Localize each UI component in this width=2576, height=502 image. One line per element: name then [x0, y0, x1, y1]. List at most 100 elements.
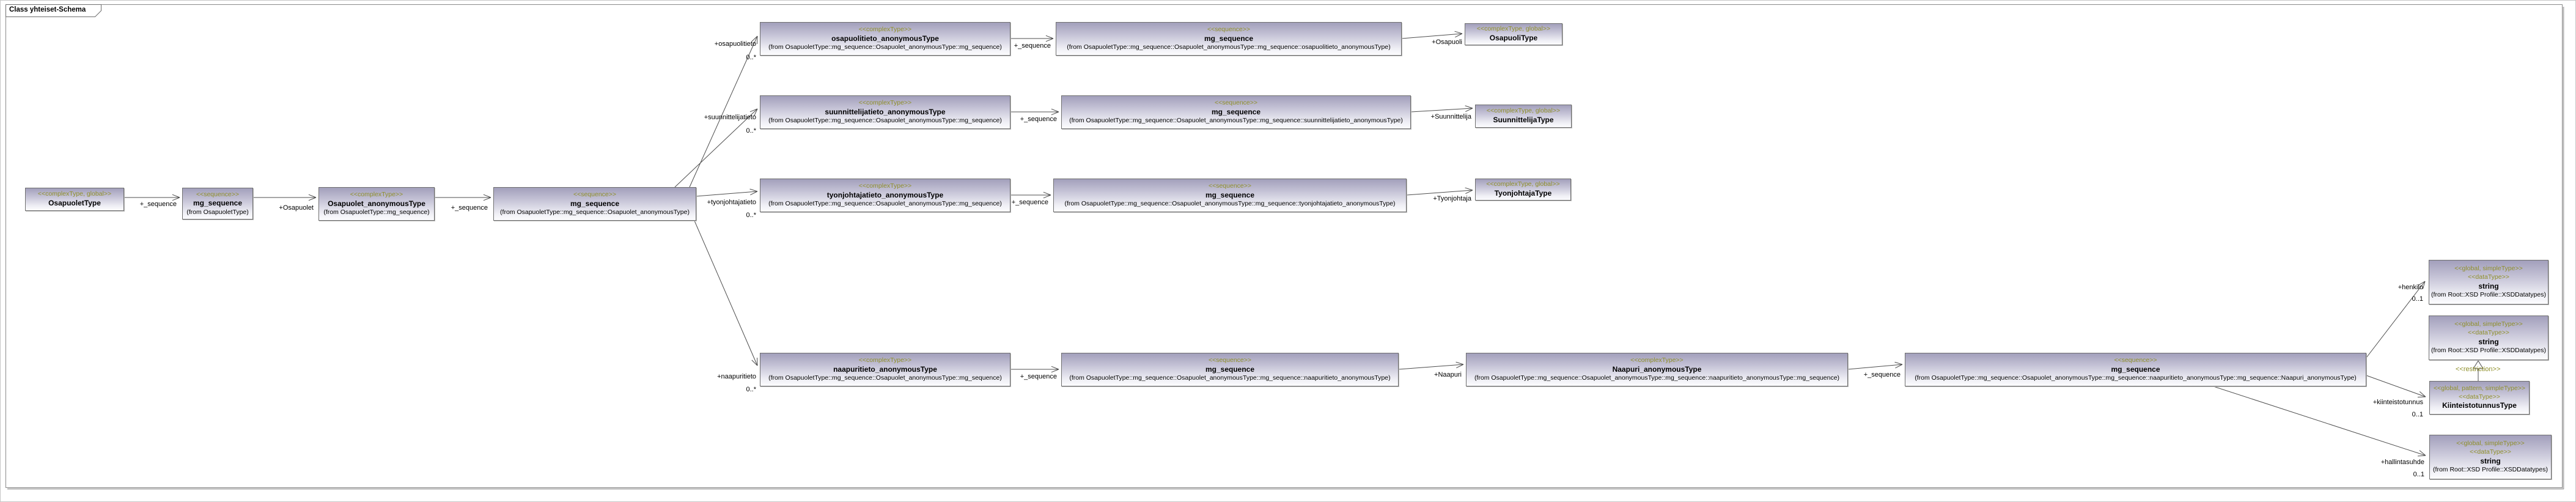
uml-box-19-kiinteistotunnustype[interactable]: <<global, pattern, simpleType>><<dataTyp… — [2429, 381, 2530, 415]
stereotype-label: <<complexType>> — [350, 191, 403, 199]
association-role-label: +_sequence — [139, 201, 177, 208]
association-line-12 — [1406, 190, 1473, 196]
arrowhead — [749, 108, 758, 113]
uml-box-5-mg-sequence[interactable]: <<sequence>>mg_sequence(from OsapuoletTy… — [1056, 22, 1402, 56]
uml-box-11-mg-sequence[interactable]: <<sequence>>mg_sequence(from OsapuoletTy… — [1053, 179, 1407, 212]
class-name: TyonjohtajaType — [1494, 189, 1552, 198]
class-name: osapuolitieto_anonymousType — [831, 34, 939, 43]
class-name: string — [2480, 456, 2501, 465]
diagram-frame — [6, 4, 2563, 488]
class-name: suunnittelijatieto_anonymousType — [825, 107, 946, 116]
arrowhead — [2418, 281, 2426, 286]
association-role-label: +Osapuolet — [279, 204, 314, 212]
arrowhead — [1051, 111, 1059, 116]
stereotype-label: <<global, simpleType>> — [2456, 440, 2525, 448]
association-role-label: +naapuritieto — [717, 373, 756, 380]
uml-box-7-suunnittelijatieto-anonymoustype[interactable]: <<complexType>>suunnittelijatieto_anonym… — [760, 95, 1010, 129]
class-name: mg_sequence — [1205, 190, 1255, 199]
uml-box-18-string[interactable]: <<global, simpleType>><<dataType>>string… — [2429, 316, 2548, 360]
class-name: Naapuri_anonymousType — [1612, 364, 1702, 374]
uml-box-8-mg-sequence[interactable]: <<sequence>>mg_sequence(from OsapuoletTy… — [1061, 95, 1411, 129]
association-line-4 — [674, 108, 758, 188]
association-role-label: +henkilo — [2398, 284, 2423, 291]
uml-box-1-mg-sequence[interactable]: <<sequence>>mg_sequence(from OsapuoletTy… — [182, 188, 253, 220]
arrowhead — [1051, 108, 1059, 113]
stereotype-label: <<dataType>> — [2468, 328, 2509, 336]
from-package-label: (from OsapuoletType::mg_sequence) — [323, 209, 430, 216]
class-name: string — [2478, 281, 2499, 290]
arrowhead — [750, 191, 758, 196]
association-role-label: +_sequence — [1020, 116, 1057, 123]
association-line-6 — [694, 220, 758, 366]
stereotype-label: <<dataType>> — [2459, 393, 2500, 400]
stereotype-label: <<complexType, global>> — [37, 190, 112, 198]
stereotype-label: <<complexType, global>> — [1476, 25, 1551, 33]
arrowhead — [1045, 35, 1054, 39]
from-package-label: (from OsapuoletType::mg_sequence::Osapuo… — [500, 209, 690, 216]
from-package-label: (from OsapuoletType::mg_sequence::Osapuo… — [1064, 200, 1396, 208]
class-name: mg_sequence — [1211, 107, 1261, 116]
arrowhead — [2422, 281, 2426, 289]
association-role-label: +_sequence — [1020, 373, 1057, 380]
uml-box-6-osapuolitype[interactable]: <<complexType, global>>OsapuoliType — [1465, 23, 1562, 45]
arrowhead — [1455, 361, 1464, 365]
stereotype-label: <<global, simpleType>> — [2454, 265, 2523, 273]
from-package-label: (from OsapuoletType::mg_sequence::Osapuo… — [1915, 374, 2357, 382]
association-line-15 — [1847, 364, 1903, 370]
association-role-label: +tyonjohtajatieto — [707, 199, 756, 206]
arrowhead — [308, 194, 317, 198]
uml-box-4-osapuolitieto-anonymoustype[interactable]: <<complexType>>osapuolitieto_anonymousTy… — [760, 22, 1010, 56]
association-line-5 — [696, 191, 758, 197]
association-role-label: +_sequence — [1014, 42, 1051, 50]
from-package-label: (from OsapuoletType::mg_sequence::Osapuo… — [768, 117, 1002, 125]
stereotype-label: <<complexType, global>> — [1486, 180, 1560, 188]
stereotype-label: <<sequence>> — [1214, 99, 1258, 107]
association-line-3 — [689, 35, 758, 188]
arrowhead — [1454, 31, 1463, 34]
association-line-10 — [1410, 108, 1473, 113]
uml-box-15-naapuri-anonymoustype[interactable]: <<complexType>>Naapuri_anonymousType(fro… — [1466, 353, 1848, 386]
uml-box-20-string[interactable]: <<global, simpleType>><<dataType>>string… — [2429, 435, 2552, 479]
arrowhead — [1465, 108, 1473, 112]
uml-box-0-osapuolettype[interactable]: <<complexType, global>>OsapuoletType — [25, 188, 124, 211]
from-package-label: (from Root::XSD Profile::XSDDatatypes) — [2431, 347, 2546, 355]
arrowhead — [2419, 450, 2426, 456]
arrowhead — [1045, 38, 1054, 42]
uml-box-16-mg-sequence[interactable]: <<sequence>>mg_sequence(from OsapuoletTy… — [1905, 353, 2366, 386]
association-role-label: +kiinteistotunnus — [2372, 399, 2423, 406]
arrowhead — [1051, 369, 1059, 373]
class-name: mg_sequence — [570, 199, 620, 208]
uml-box-10-tyonjohtajatieto-anonymoustype[interactable]: <<complexType>>tyonjohtajatieto_anonymou… — [760, 179, 1010, 212]
stereotype-label: <<sequence>> — [1208, 356, 1252, 364]
uml-box-9-suunnittelijatype[interactable]: <<complexType, global>>SuunnittelijaType — [1475, 105, 1572, 128]
arrowhead — [483, 197, 491, 201]
multiplicity-label: 0..* — [746, 386, 756, 393]
association-role-label: +_sequence — [1863, 371, 1901, 378]
class-name: mg_sequence — [1205, 364, 1255, 374]
stereotype-label: <<sequence>> — [196, 190, 240, 198]
arrowhead — [172, 194, 180, 198]
uml-box-2-osapuolet-anonymoustype[interactable]: <<complexType>>Osapuolet_anonymousType(f… — [318, 187, 435, 221]
uml-box-3-mg-sequence[interactable]: <<sequence>>mg_sequence(from OsapuoletTy… — [493, 187, 696, 221]
stereotype-label: <<global, pattern, simpleType>> — [2433, 385, 2525, 393]
arrowhead — [1043, 191, 1051, 196]
uml-box-17-string[interactable]: <<global, simpleType>><<dataType>>string… — [2429, 260, 2548, 305]
stereotype-label: <<complexType>> — [858, 99, 912, 107]
association-role-label: +osapuolitieto — [714, 40, 756, 48]
stereotype-label: <<complexType>> — [858, 182, 912, 190]
from-package-label: (from OsapuoletType) — [186, 208, 249, 216]
uml-box-13-naapuritieto-anonymoustype[interactable]: <<complexType>>naapuritieto_anonymousTyp… — [760, 353, 1010, 386]
arrowhead — [483, 194, 491, 198]
arrowhead — [2419, 391, 2426, 397]
multiplicity-label: 0..* — [746, 127, 756, 135]
uml-box-14-mg-sequence[interactable]: <<sequence>>mg_sequence(from OsapuoletTy… — [1061, 353, 1399, 386]
from-package-label: (from Root::XSD Profile::XSDDatatypes) — [2433, 466, 2548, 474]
arrowhead — [751, 360, 758, 366]
arrowhead — [1051, 366, 1059, 370]
association-line-18 — [2213, 386, 2426, 456]
arrowhead — [1455, 33, 1463, 38]
uml-box-12-tyonjohtajatype[interactable]: <<complexType, global>>TyonjohtajaType — [1475, 179, 1571, 201]
association-line-17 — [2366, 375, 2426, 397]
multiplicity-label: 0..1 — [2412, 411, 2423, 418]
